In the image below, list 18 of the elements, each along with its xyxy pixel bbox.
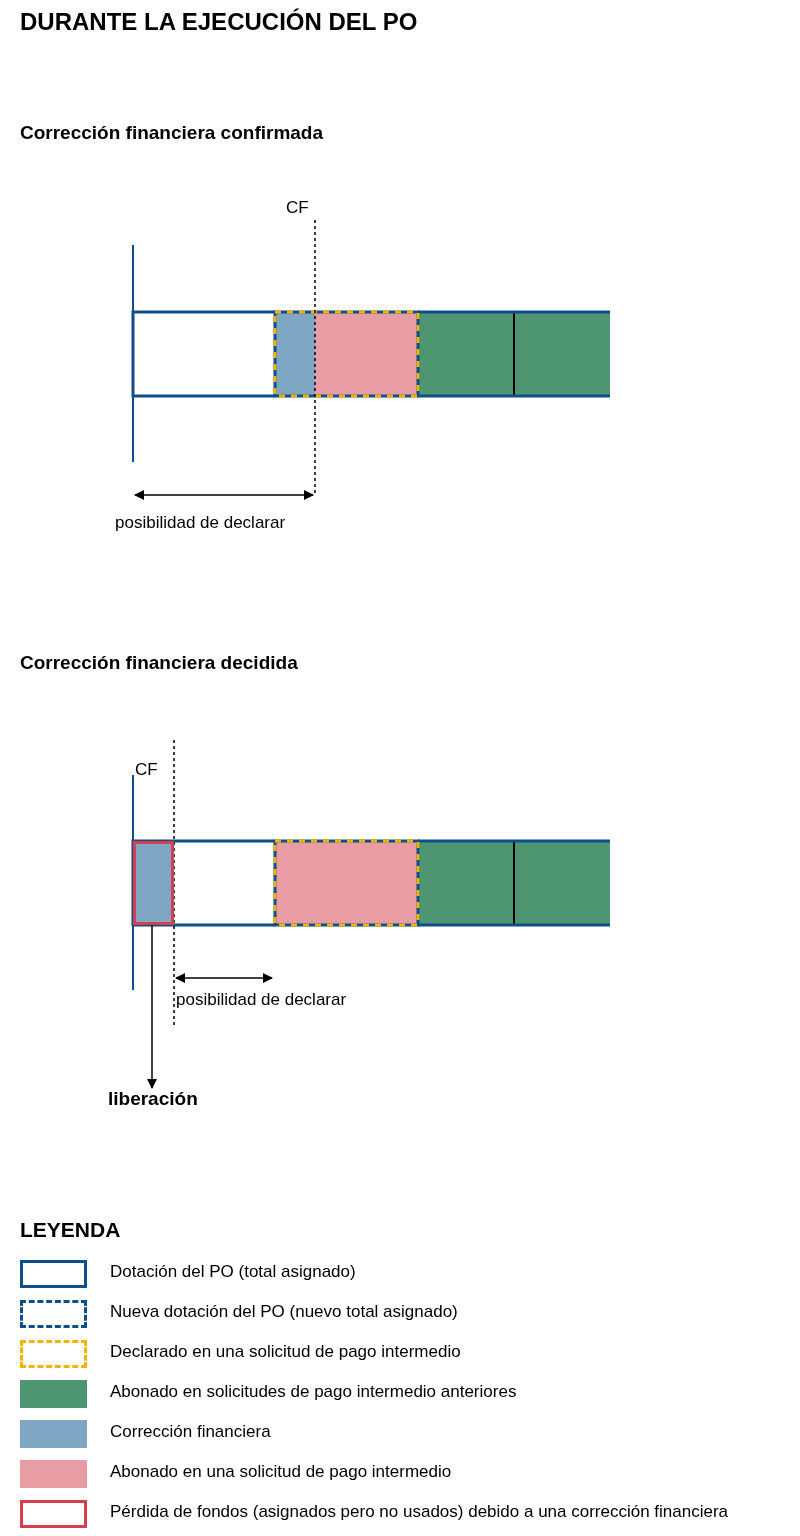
node-label: liberación (108, 1088, 198, 1110)
legend-text: Dotación del PO (total asignado) (110, 1262, 356, 1282)
heading: Corrección financiera confirmada (20, 122, 324, 144)
legend-text: Abonado en una solicitud de pago intermedio (110, 1462, 452, 1482)
heading: Corrección financiera decidida (20, 652, 298, 674)
legend-text: Pérdida de fondos (asignados pero no usados) debido a una corrección financiera (110, 1502, 729, 1522)
legend-text: Declarado en una solicitud de pago intermedio (110, 1342, 461, 1362)
legend-text: Corrección financiera (110, 1422, 271, 1442)
dimension-label: posibilidad de declarar (176, 990, 347, 1010)
cutoff-label: CF (135, 760, 158, 780)
cutoff-label: CF (286, 198, 309, 218)
legend-text: Nueva dotación del PO (nuevo total asignado) (110, 1302, 458, 1322)
legend-text: Abonado en solicitudes de pago intermedio anteriores (110, 1382, 517, 1402)
correction-segment (133, 841, 174, 925)
dimension-label: posibilidad de declarar (115, 513, 286, 533)
arrow (147, 924, 157, 1089)
legend-heading: LEYENDA (20, 1218, 121, 1242)
title: DURANTE LA EJECUCIÓN DEL PO (20, 8, 418, 36)
